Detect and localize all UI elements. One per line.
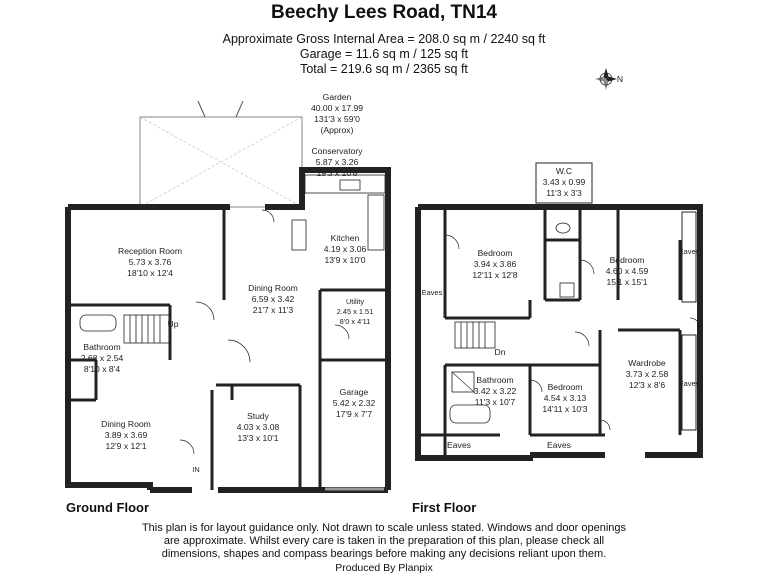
door-swing-icons-gf <box>179 209 350 455</box>
first-floor-plan <box>415 162 703 461</box>
garden-note: (Approx) <box>321 125 354 135</box>
room-imperial-reception-room: 18'10 x 12'4 <box>127 268 173 278</box>
room-imperial-kitchen: 13'9 x 10'0 <box>324 255 365 265</box>
room-name-reception-room: Reception Room <box>118 246 182 256</box>
kitchen-counter <box>304 174 386 194</box>
entrance-label: IN <box>192 465 199 474</box>
room-imperial-wardrobe: 12'3 x 8'6 <box>629 380 665 390</box>
room-metric-utility: 2.45 x 1.51 <box>337 307 374 316</box>
ground-floor-interior-walls <box>68 210 388 490</box>
garden-name: Garden <box>323 92 352 102</box>
room-name-dining-room-small: Dining Room <box>101 419 151 429</box>
compass-north-label: N <box>617 74 623 84</box>
eaves-label-4: Eaves <box>447 440 471 450</box>
room-name-wardrobe: Wardrobe <box>628 358 666 368</box>
first-floor-outer-wall <box>415 204 703 461</box>
disclaimer-line: are approximate. Whilst every care is ta… <box>163 535 605 547</box>
room-imperial-conservatory: 19'3 x 10'8 <box>316 168 357 178</box>
eaves-label-2: Eaves <box>679 247 700 256</box>
bath-icon-gf <box>79 314 117 332</box>
room-metric-bathroom-ff: 3.42 x 3.22 <box>474 386 517 396</box>
room-metric-dining-room-small: 3.89 x 3.69 <box>105 430 148 440</box>
room-name-study: Study <box>247 411 270 421</box>
room-metric-kitchen: 4.19 x 3.06 <box>324 244 367 254</box>
room-metric-bedroom-2: 4.60 x 4.59 <box>606 266 649 276</box>
ground-floor-label: Ground Floor <box>66 500 150 515</box>
room-name-garage: Garage <box>340 387 369 397</box>
room-name-conservatory: Conservatory <box>311 146 363 156</box>
room-name-wc: W.C <box>556 166 572 176</box>
disclaimer-line: This plan is for layout guidance only. N… <box>141 522 627 534</box>
room-imperial-study: 13'3 x 10'1 <box>237 433 278 443</box>
room-name-bathroom-ff: Bathroom <box>476 375 513 385</box>
room-imperial-bedroom-3: 14'11 x 10'3 <box>542 404 587 414</box>
ground-floor-stairs <box>123 314 170 344</box>
room-metric-wc: 3.43 x 0.99 <box>543 177 586 187</box>
room-name-bedroom-2: Bedroom <box>610 255 645 265</box>
first-floor-interior-walls <box>418 210 682 455</box>
gross-internal-area: Approximate Gross Internal Area = 208.0 … <box>222 32 546 46</box>
eaves-label-1: Eaves <box>422 288 443 297</box>
room-imperial-bathroom-gf: 8'10 x 8'4 <box>84 364 120 374</box>
shower-icon-wc <box>559 282 575 298</box>
room-name-bedroom-3: Bedroom <box>548 382 583 392</box>
eaves-label-5: Eaves <box>547 440 571 450</box>
toilet-icon-wc <box>555 222 571 234</box>
first-floor-stairs <box>454 321 496 349</box>
room-imperial-wc: 11'3 x 3'3 <box>546 188 582 198</box>
bath-icon-ff <box>449 404 491 424</box>
first-floor-label: First Floor <box>412 500 477 515</box>
room-name-bedroom-1: Bedroom <box>478 248 513 258</box>
room-imperial-dining-room-small: 12'9 x 12'1 <box>105 441 146 451</box>
room-name-dining-room-large: Dining Room <box>248 283 298 293</box>
compass-rose-icon <box>595 68 617 90</box>
room-metric-reception-room: 5.73 x 3.76 <box>129 257 172 267</box>
conservatory-door-icon <box>197 100 244 118</box>
ground-floor-outer-wall <box>65 167 391 493</box>
room-metric-garage: 5.42 x 2.32 <box>333 398 376 408</box>
sink-icon <box>339 179 361 191</box>
eaves-label-3: Eaves <box>679 379 700 388</box>
room-name-bathroom-gf: Bathroom <box>83 342 120 352</box>
room-metric-wardrobe: 3.73 x 2.58 <box>626 369 669 379</box>
room-imperial-dining-room-large: 21'7 x 11'3 <box>253 305 294 315</box>
garden-metric: 40.00 x 17.99 <box>311 103 363 113</box>
room-metric-bathroom-gf: 2.68 x 2.54 <box>81 353 124 363</box>
kitchen-side-counter <box>367 194 385 251</box>
room-metric-bedroom-3: 4.54 x 3.13 <box>544 393 587 403</box>
room-imperial-bedroom-1: 12'11 x 12'8 <box>472 270 517 280</box>
room-imperial-bedroom-2: 15'1 x 15'1 <box>606 277 647 287</box>
room-metric-conservatory: 5.87 x 3.26 <box>316 157 359 167</box>
garden-imperial: 131'3 x 59'0 <box>314 114 360 124</box>
room-imperial-utility: 8'0 x 4'11 <box>340 317 371 326</box>
stairs-up-label: Up <box>168 319 179 329</box>
total-area: Total = 219.6 sq m / 2365 sq ft <box>300 62 468 76</box>
stairs-down-label: Dn <box>495 347 506 357</box>
room-name-utility: Utility <box>346 297 364 306</box>
room-imperial-garage: 17'9 x 7'7 <box>336 409 372 419</box>
ground-floor-plan <box>65 100 391 493</box>
disclaimer-line: dimensions, shapes and compass bearings … <box>161 548 607 560</box>
garage-area: Garage = 11.6 sq m / 125 sq ft <box>299 47 469 61</box>
producer-credit: Produced By Planpix <box>335 562 433 574</box>
room-metric-study: 4.03 x 3.08 <box>237 422 280 432</box>
room-name-kitchen: Kitchen <box>331 233 360 243</box>
room-imperial-bathroom-ff: 11'3 x 10'7 <box>475 397 516 407</box>
door-swing-icons-ff <box>444 234 701 431</box>
shower-icon-ff <box>451 371 475 393</box>
disclaimer: This plan is for layout guidance only. N… <box>0 522 768 561</box>
plan-title: Beechy Lees Road, TN14 <box>271 2 497 23</box>
room-metric-dining-room-large: 6.59 x 3.42 <box>252 294 295 304</box>
room-metric-bedroom-1: 3.94 x 3.86 <box>474 259 517 269</box>
